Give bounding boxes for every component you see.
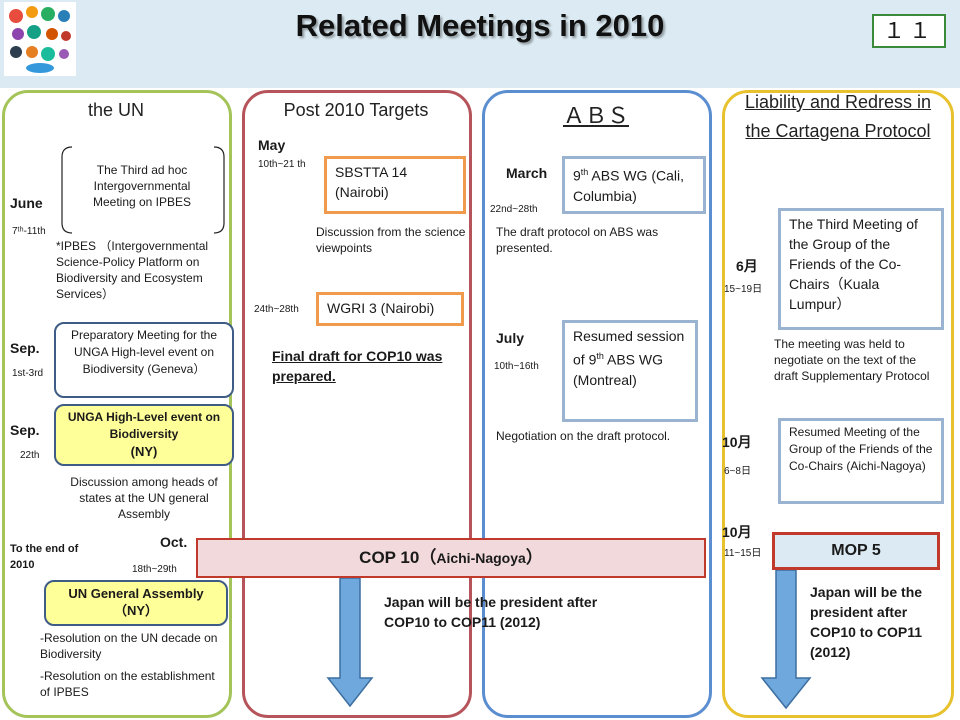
- month-10a-date: 6~8日: [724, 466, 751, 477]
- wgri-date: 24th~28th: [254, 304, 299, 315]
- resumed-rest: ABS WG (Montreal): [573, 351, 663, 388]
- column-liability: [722, 90, 954, 718]
- month-10b-label: 10月: [722, 524, 752, 540]
- ipbes-note: *IPBES （Intergovernmental Science-Policy…: [56, 239, 209, 301]
- oct-label: Oct.: [160, 534, 188, 550]
- wg9-prefix: 9: [573, 167, 581, 184]
- wg9-sup: th: [580, 167, 589, 177]
- end-of-2010-label: To the end of 2010: [10, 543, 79, 571]
- cop10-president-note: Japan will be the president after COP10 …: [384, 594, 598, 630]
- march-date: 22nd~28th: [490, 204, 538, 215]
- march-label: March: [506, 165, 548, 181]
- cop10-bar: COP 10（Aichi-Nagoya）: [196, 538, 706, 578]
- sep1-label: Sep.: [10, 340, 40, 356]
- sep2-date: 22th: [20, 450, 40, 461]
- abs-wg9-box: 9th ABS WG (Cali, Columbia): [562, 156, 706, 214]
- july-date: 10th~16th: [494, 361, 539, 372]
- header-band: [0, 0, 960, 88]
- post-arrow-icon: [326, 578, 374, 708]
- unga-event-title: UNGA High-Level event on Biodiversity: [67, 410, 221, 441]
- third-meeting-box: The Third Meeting of the Group of the Fr…: [778, 208, 944, 330]
- june-label: June: [10, 195, 43, 211]
- month-10b-date: 11~15日: [724, 548, 762, 559]
- resumed-meeting-box: Resumed Meeting of the Group of the Frie…: [778, 418, 944, 504]
- unga-event-place: (NY): [130, 444, 158, 459]
- sep1-date: 1st-3rd: [12, 368, 44, 379]
- negotiation-note: Negotiation on the draft protocol.: [496, 429, 671, 443]
- may-label: May: [258, 137, 286, 153]
- cop10-label: COP 10（: [359, 548, 437, 567]
- mop-president-note: Japan will be the president after COP10 …: [810, 584, 923, 660]
- wgri-box: WGRI 3 (Nairobi): [316, 292, 464, 326]
- cop10-place: Aichi-Nagoya: [436, 550, 526, 566]
- mop5-bar: MOP 5: [772, 532, 940, 570]
- meeting-note: The meeting was held to negotiate on the…: [774, 337, 930, 383]
- resolution-1: -Resolution on the UN decade on Biodiver…: [40, 631, 218, 661]
- heading-liability: Liability and Redress in the Cartagena P…: [734, 88, 942, 146]
- oct-date: 18th~29th: [132, 564, 177, 575]
- heading-un: the UN: [87, 100, 145, 120]
- draft-presented-note: The draft protocol on ABS was presented.: [496, 225, 659, 255]
- july-label: July: [496, 330, 525, 346]
- may-date: 10th~21 th: [258, 159, 306, 170]
- resumed-sup: th: [596, 351, 604, 361]
- heading-liability-text: Liability and Redress in the Cartagena P…: [744, 92, 932, 141]
- resolution-2: -Resolution on the establishment of IPBE…: [40, 669, 215, 699]
- resumed-prefix: Resumed session of 9: [573, 328, 685, 368]
- un-general-assembly-box: UN General Assembly （NY）: [44, 580, 228, 626]
- mop-arrow-icon: [760, 570, 812, 710]
- sbstta-box: SBSTTA 14 (Nairobi): [324, 156, 466, 214]
- june-date: 7ᵗʰ-11th: [12, 226, 46, 237]
- wg9-rest: ABS WG (Cali, Columbia): [573, 167, 684, 204]
- ga-title: UN General Assembly: [68, 586, 204, 601]
- ipbes-bracket: [61, 146, 225, 234]
- biodiversity-logo-icon: [4, 2, 76, 76]
- prep-meeting-box: Preparatory Meeting for the UNGA High-le…: [54, 322, 234, 398]
- heading-abs: ＡＢＳ: [562, 103, 629, 128]
- cop10-close: ）: [525, 548, 543, 567]
- heading-post-2010: Post 2010 Targets: [283, 100, 429, 120]
- page-title: Related Meetings in 2010: [295, 8, 665, 43]
- ga-place: （NY）: [113, 603, 159, 618]
- month-10a-label: 10月: [722, 434, 752, 450]
- month-6-label: 6月: [736, 258, 758, 274]
- ipbes-meeting-text: The Third ad hoc Intergovernmental Meeti…: [92, 163, 192, 209]
- unga-discussion: Discussion among heads of states at the …: [70, 475, 218, 521]
- science-discussion: Discussion from the science viewpoints: [316, 225, 466, 255]
- slide-number: １１: [872, 14, 946, 48]
- month-6-date: 15~19日: [724, 284, 763, 295]
- sep2-label: Sep.: [10, 422, 40, 438]
- resumed-abs-box: Resumed session of 9th ABS WG (Montreal): [562, 320, 698, 422]
- final-draft-note: Final draft for COP10 was prepared.: [272, 348, 443, 384]
- unga-event-box: UNGA High-Level event on Biodiversity (N…: [54, 404, 234, 466]
